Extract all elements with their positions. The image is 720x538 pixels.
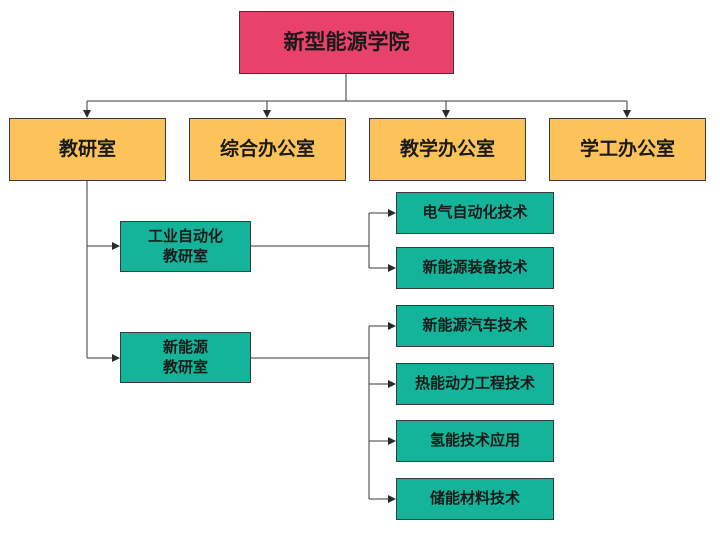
major-label: 新能源装备技术 xyxy=(422,258,528,277)
major-node-thermal-power: 热能动力工程技术 xyxy=(396,363,554,405)
dept-label: 学工办公室 xyxy=(579,138,675,161)
major-label: 电气自动化技术 xyxy=(422,203,528,222)
dept-node-academic-office: 教学办公室 xyxy=(369,118,526,181)
lab-label-line2: 教研室 xyxy=(162,357,208,376)
root-label: 新型能源学院 xyxy=(283,29,410,54)
lab-label-line2: 教研室 xyxy=(162,246,208,265)
major-label: 储能材料技术 xyxy=(429,489,520,508)
lab-node-new-energy: 新能源 教研室 xyxy=(120,332,251,383)
dept-label: 教研室 xyxy=(58,138,116,161)
dept-label: 综合办公室 xyxy=(219,138,315,161)
lab-label-line1: 工业自动化 xyxy=(147,227,223,245)
major-node-new-energy-equipment: 新能源装备技术 xyxy=(396,247,554,289)
major-label: 热能动力工程技术 xyxy=(414,374,535,393)
major-node-new-energy-vehicle: 新能源汽车技术 xyxy=(396,305,554,347)
major-node-energy-storage: 储能材料技术 xyxy=(396,478,554,520)
major-label: 新能源汽车技术 xyxy=(422,316,528,335)
dept-node-teaching-research: 教研室 xyxy=(9,118,166,181)
dept-label: 教学办公室 xyxy=(399,138,495,161)
dept-node-student-office: 学工办公室 xyxy=(549,118,706,181)
lab-label-line1: 新能源 xyxy=(162,338,208,356)
root-node-college: 新型能源学院 xyxy=(239,11,454,74)
lab-node-automation: 工业自动化 教研室 xyxy=(120,221,251,272)
major-label: 氢能技术应用 xyxy=(429,431,520,450)
major-node-electrical-automation: 电气自动化技术 xyxy=(396,192,554,234)
dept-node-general-office: 综合办公室 xyxy=(189,118,346,181)
major-node-hydrogen: 氢能技术应用 xyxy=(396,420,554,462)
